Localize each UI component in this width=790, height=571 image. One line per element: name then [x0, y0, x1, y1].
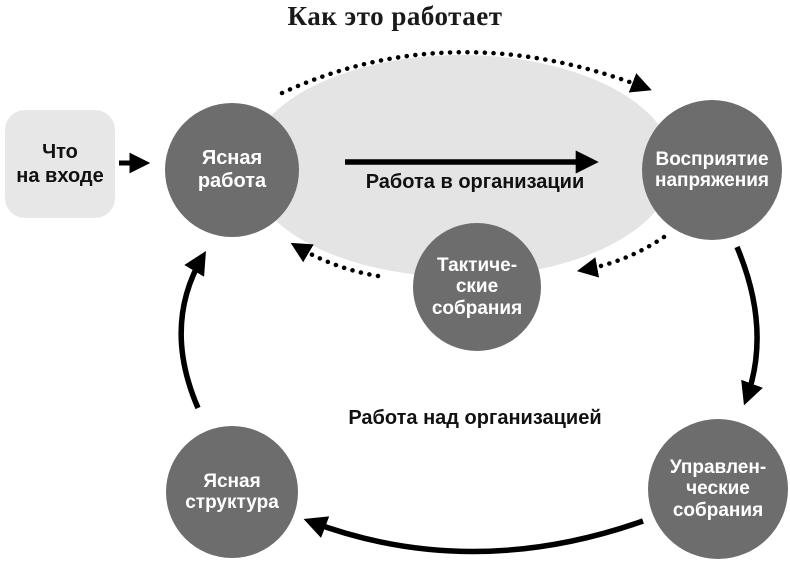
node-governance-line2: ческие	[686, 478, 750, 500]
dotted-arc-left-icon	[290, 242, 381, 279]
input-box-line1: Что	[42, 141, 78, 163]
node-tension-line2: напряжения	[655, 170, 769, 191]
node-tactical-line3: собрания	[431, 297, 523, 319]
dotted-arc-right-icon	[576, 234, 667, 278]
page-title: Как это работает	[287, 1, 503, 31]
node-tactical-meetings: Тактиче- ские собрания	[413, 223, 541, 351]
inner-loop-ellipse	[248, 55, 674, 277]
node-clear-work-line1: Ясная	[201, 147, 263, 170]
input-box: Что на входе	[5, 110, 115, 218]
node-tension-line1: Восприятие	[655, 148, 769, 170]
node-structure-line2: структура	[185, 492, 279, 513]
dotted-arc-top-icon	[279, 50, 652, 96]
label-work-in-organization: Работа в организации	[365, 171, 585, 193]
curve-right-arrow-icon	[734, 245, 763, 406]
curve-left-arrow-icon	[178, 251, 206, 410]
curve-bottom-arrow-icon	[303, 516, 644, 555]
node-clear-work-line2: работа	[197, 170, 267, 192]
node-tactical-line2: ские	[455, 276, 499, 298]
node-governance-line1: Управлен-	[669, 456, 767, 478]
node-governance-meetings: Управлен- ческие собрания	[648, 419, 788, 559]
node-tactical-line1: Тактиче-	[436, 254, 518, 276]
label-work-on-organization: Работа над организацией	[348, 407, 602, 429]
node-clear-structure: Ясная структура	[166, 426, 298, 558]
node-structure-line1: Ясная	[203, 470, 261, 492]
node-governance-line3: собрания	[672, 499, 764, 521]
node-tension-sensing: Восприятие напряжения	[642, 100, 782, 240]
node-clear-work: Ясная работа	[165, 103, 299, 237]
input-box-line2: на входе	[16, 165, 104, 187]
